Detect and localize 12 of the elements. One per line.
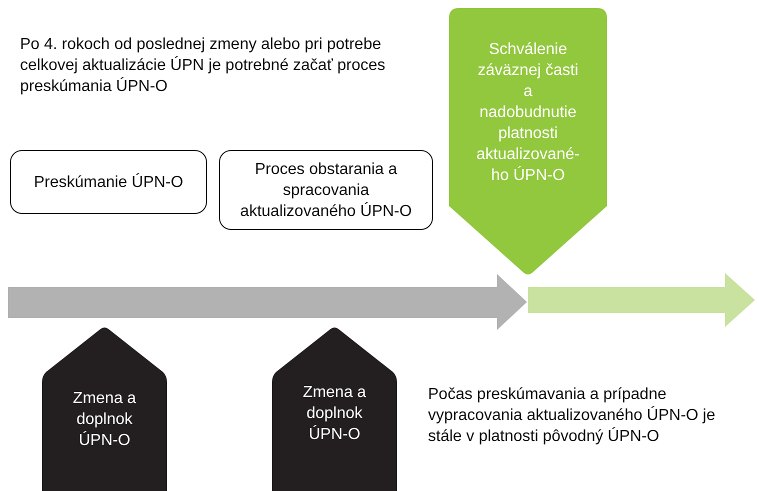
- process-box: [219, 150, 433, 230]
- process-box: [10, 150, 207, 214]
- node-text: Zmena a doplnok ÚPN-O: [302, 382, 368, 444]
- node-text: Proces obstarania a spracovania aktualizovaného ÚPN-O: [239, 160, 413, 222]
- milestone-pentagon: [449, 8, 607, 276]
- note-text: Počas preskúmavania a prípadne vypracovania aktualizovaného ÚPN-O je stále v platnosti pôvodný ÚPN-O: [428, 385, 716, 447]
- node-text: Zmena a doplnok ÚPN-O: [72, 388, 138, 450]
- node-text: Schválenie záväznej časti a nadobudnutie platnosti aktualizované- ho ÚPN-O: [475, 40, 581, 186]
- node-text: Preskúmanie ÚPN-O: [32, 172, 184, 192]
- milestone-pentagon: [272, 326, 397, 491]
- milestone-pentagon: [42, 326, 167, 491]
- note-text: Po 4. rokoch od poslednej zmeny alebo pri potrebe celkovej aktualizácie ÚPN je potrebné začať proces preskúmania ÚPN-O: [20, 35, 386, 97]
